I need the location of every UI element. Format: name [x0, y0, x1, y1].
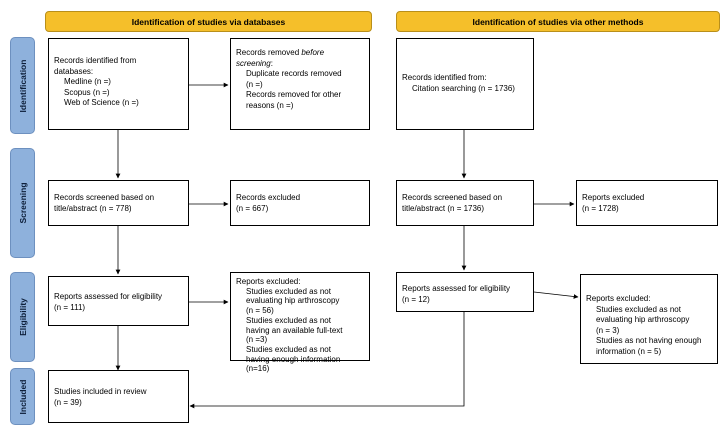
db-included-line2: (n = 39)	[54, 397, 82, 407]
other-identified-line1: Records identified from:	[402, 73, 487, 82]
stage-eligibility: Eligibility	[10, 272, 35, 362]
other-assessed-line1: Reports assessed for eligibility	[402, 284, 511, 293]
db-reports-excluded-title: Reports excluded:	[236, 277, 301, 286]
other-excl-b1: Studies as not having enough	[596, 336, 702, 345]
db-excl-b2: having an available full-text	[246, 325, 343, 335]
db-included-line1: Studies included in review	[54, 387, 147, 396]
other-screened-line1: Records screened based on	[402, 193, 503, 202]
db-screened-line2: title/abstract (n = 778)	[54, 203, 132, 213]
db-removed-line2: screening:	[236, 59, 364, 70]
db-excl-c1: Studies excluded as not	[246, 344, 331, 354]
db-duplicates-line1: Duplicate records removed	[246, 69, 342, 78]
db-removed-other-line2: reasons (n =)	[246, 100, 294, 110]
db-web-of-science: Web of Science (n =)	[64, 98, 139, 107]
db-removed-line1-italic: before	[301, 48, 325, 57]
arrow-other-assessed-to-included	[189, 312, 465, 409]
db-excluded-line1: Records excluded	[236, 193, 301, 202]
db-screened-line1: Records screened based on	[54, 193, 155, 202]
db-removed-line2-colon: :	[270, 58, 273, 68]
db-excl-c2: having enough information	[246, 354, 341, 364]
other-assessed-line2: (n = 12)	[402, 294, 430, 304]
db-excl-a1: Studies excluded as not	[246, 286, 331, 296]
db-removed-line2-italic: screening	[236, 58, 271, 68]
stage-screening: Screening	[10, 148, 35, 258]
other-assessed-box: Reports assessed for eligibility (n = 12…	[396, 272, 534, 312]
other-excluded-box: Reports excluded (n = 1728)	[576, 180, 718, 226]
other-excluded-line1: Reports excluded	[582, 193, 645, 202]
db-excl-a3: (n = 56)	[246, 306, 274, 316]
other-methods-header: Identification of studies via other meth…	[396, 11, 720, 32]
db-removed-other-line1: Records removed for other	[246, 90, 342, 99]
db-excl-b1: Studies excluded as not	[246, 315, 331, 325]
db-identified-line2: databases:	[54, 66, 94, 76]
other-excl-a3: (n = 3)	[596, 325, 620, 335]
db-excl-c3: (n=16)	[246, 364, 270, 374]
db-assessed-line1: Reports assessed for eligibility	[54, 292, 163, 301]
db-excl-a2: evaluating hip arthroscopy	[246, 296, 340, 306]
db-removed-line1: Records removed before	[236, 48, 364, 59]
db-screened-box: Records screened based on title/abstract…	[48, 180, 189, 226]
other-reports-excluded-title: Reports excluded:	[586, 294, 651, 303]
db-excluded-box: Records excluded (n = 667)	[230, 180, 370, 226]
db-duplicates-line2: (n =)	[246, 79, 263, 89]
other-excl-b2: information (n = 5)	[596, 346, 662, 356]
db-assessed-line2: (n = 111)	[54, 302, 86, 312]
databases-header-label: Identification of studies via databases	[131, 16, 286, 27]
other-identified-box: Records identified from: Citation search…	[396, 38, 534, 130]
db-reports-excluded-box: Reports excluded: Studies excluded as no…	[230, 272, 370, 373]
arrow-other-assessed-to-excluded	[533, 291, 579, 299]
other-screened-line2: title/abstract (n = 1736)	[402, 203, 485, 213]
stage-identification: Identification	[10, 37, 35, 134]
stage-included: Included	[10, 368, 35, 425]
other-identified-line2: Citation searching (n = 1736)	[412, 83, 515, 93]
db-excl-b3: (n =3)	[246, 335, 268, 345]
db-identified-box: Records identified from databases: Medli…	[48, 38, 189, 130]
other-screened-box: Records screened based on title/abstract…	[396, 180, 534, 226]
db-assessed-box: Reports assessed for eligibility (n = 11…	[48, 276, 189, 326]
db-removed-box: Records removed before screening: Duplic…	[230, 38, 370, 130]
other-methods-header-label: Identification of studies via other meth…	[472, 16, 644, 27]
db-identified-line1: Records identified from	[54, 56, 137, 65]
databases-header: Identification of studies via databases	[45, 11, 372, 32]
db-excluded-line2: (n = 667)	[236, 203, 269, 213]
other-excluded-line2: (n = 1728)	[582, 203, 619, 213]
db-removed-line1-text: Records removed	[236, 48, 302, 57]
db-included-box: Studies included in review (n = 39)	[48, 370, 189, 423]
db-scopus: Scopus (n =)	[64, 87, 110, 97]
other-reports-excluded-box: Reports excluded: Studies excluded as no…	[580, 274, 718, 364]
other-excl-a2: evaluating hip arthroscopy	[596, 315, 690, 324]
other-excl-a1: Studies excluded as not	[596, 304, 681, 314]
db-medline: Medline (n =)	[64, 77, 111, 86]
